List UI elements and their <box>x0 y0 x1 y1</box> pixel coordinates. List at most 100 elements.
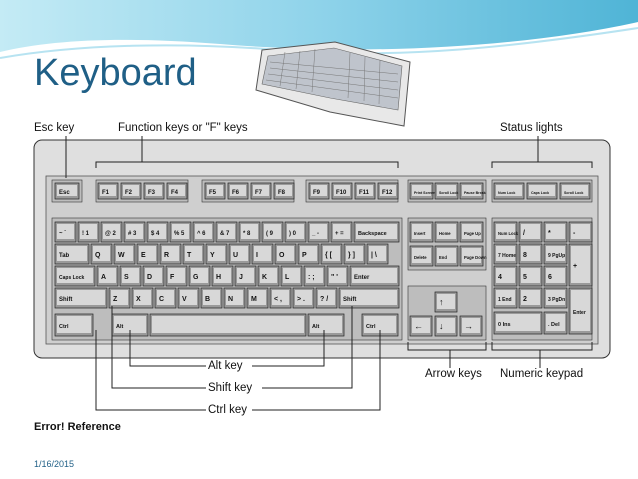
control-top-2-key-label: Pause Break <box>464 191 486 195</box>
qwerty-3-key-label: R <box>164 252 169 259</box>
nav-bottom-0-key-face <box>412 248 431 263</box>
tab-key-label: Tab <box>59 253 70 259</box>
control-top-1-key-face <box>437 185 456 196</box>
qwerty-7-key-face <box>254 246 271 261</box>
number-row-12-key-label: + = <box>335 231 344 237</box>
numpad-9-key-label: 9 PgUp <box>548 253 565 259</box>
number-row-6-key-label: ^ 6 <box>197 231 206 237</box>
arrow-left-key-face <box>412 318 430 333</box>
number-row-9-key-label: ( 9 <box>266 231 274 237</box>
f11-key-label: F11 <box>359 190 370 196</box>
numpad-divide-key-face <box>521 224 540 239</box>
bottom-9-key-face <box>318 290 335 305</box>
status-light-1-key-label: Caps Lock <box>531 191 549 195</box>
esc-key-callout: Esc key <box>34 122 75 134</box>
number-row-8-key-face <box>241 224 258 239</box>
home-1-key-face <box>122 268 139 283</box>
f5-key-label: F5 <box>209 190 217 196</box>
header-wave <box>0 0 638 52</box>
nav-bottom-2-key-face <box>462 248 481 263</box>
numpad-minus-key-face <box>571 224 590 239</box>
qwerty-9-key-label: P <box>302 252 307 259</box>
f2-key-face <box>123 185 139 196</box>
bottom-7-key-face <box>272 290 289 305</box>
nav-top-2-key-face <box>462 224 481 239</box>
control-top-1-key-label: Scroll Lock <box>439 191 458 195</box>
enter-key-label: Enter <box>354 275 370 281</box>
bottom-6-key-face <box>249 290 266 305</box>
home-3-key-face <box>168 268 185 283</box>
qwerty-9-key-face <box>300 246 317 261</box>
nav-bottom-1-key-label: End <box>439 255 447 260</box>
number-row-7-key-label: & 7 <box>220 231 230 237</box>
nav-top-1-key-label: Home <box>439 231 451 236</box>
home-8-key-face <box>283 268 300 283</box>
home-9-key-face <box>306 268 323 283</box>
numpad-numlock-key-face <box>496 224 515 239</box>
f6-key-face <box>230 185 246 196</box>
qwerty-7-key-label: I <box>256 252 258 259</box>
qwerty-10-key-face <box>323 246 340 261</box>
numeric-keypad-callout: Numeric keypad <box>500 368 584 380</box>
f8-key-face <box>276 185 292 196</box>
arrow-left-key-label: ← <box>414 321 423 331</box>
qwerty-4-key-label: T <box>187 252 192 259</box>
number-row-3-key-face <box>126 224 143 239</box>
numpad-divide-key-label: / <box>523 230 525 237</box>
numpad-8-key-face <box>521 246 540 261</box>
home-10-key-face <box>329 268 346 283</box>
status-light-1-key-face <box>529 185 555 196</box>
status-light-2-key-label: Scroll Lock <box>564 191 583 195</box>
control-top-2-key-face <box>462 185 481 196</box>
status-light-2-key-face <box>562 185 588 196</box>
bottom-3-key-face <box>180 290 197 305</box>
number-row-6-key-face <box>195 224 212 239</box>
nav-bottom-1-key-face <box>437 248 456 263</box>
number-row-5-key-face <box>172 224 189 239</box>
qwerty-5-key-face <box>208 246 225 261</box>
bottom-3-key-label: V <box>182 296 187 303</box>
numpad-2-key-face <box>521 290 540 305</box>
arrow-keys-callout: Arrow keys <box>425 368 482 380</box>
numpad-0-key-label: 0 Ins <box>498 322 511 328</box>
home-3-key-label: F <box>170 274 175 281</box>
number-row-10-key-face <box>287 224 304 239</box>
arrow-right-key-label: → <box>464 321 473 331</box>
number-row-7-key-face <box>218 224 235 239</box>
number-row-1-key-face <box>80 224 97 239</box>
f1-key-label: F1 <box>102 190 110 196</box>
nav-bottom-2-key-label: Page Down <box>464 255 487 260</box>
caps-lock-key-label: Caps Lock <box>59 275 85 281</box>
f10-key-face <box>334 185 350 196</box>
f12-key-face <box>380 185 396 196</box>
qwerty-0-key-face <box>93 246 110 261</box>
status-light-0-key-label: Num Lock <box>498 191 515 195</box>
qwerty-6-key-face <box>231 246 248 261</box>
numpad-7-key-face <box>496 246 515 261</box>
f8-key-label: F8 <box>278 190 286 196</box>
shift-right-key-face <box>341 290 397 305</box>
numpad-9-key-face <box>546 246 565 261</box>
numpad-5-key-face <box>521 268 540 283</box>
qwerty-3-key-face <box>162 246 179 261</box>
number-row-5-key-label: % 5 <box>174 231 185 237</box>
footer-error-text: Error! Reference <box>34 421 121 433</box>
numpad-7-key-label: 7 Home <box>498 253 516 259</box>
f5-key-face <box>207 185 223 196</box>
f1-key-face <box>100 185 116 196</box>
home-5-key-face <box>214 268 231 283</box>
backspace-key-face <box>356 224 397 239</box>
home-5-key-label: H <box>216 274 221 281</box>
home-0-key-face <box>99 268 116 283</box>
numpad-multiply-key-face <box>546 224 565 239</box>
alt-left-key-label: Alt <box>116 324 124 330</box>
qwerty-12-key-face <box>369 246 386 261</box>
f4-key-face <box>169 185 185 196</box>
bottom-4-key-label: B <box>205 296 210 303</box>
number-row-10-key-label: ) 0 <box>289 231 297 237</box>
number-row-11-key-face <box>310 224 327 239</box>
home-1-key-label: S <box>124 274 129 281</box>
qwerty-1-key-face <box>116 246 133 261</box>
